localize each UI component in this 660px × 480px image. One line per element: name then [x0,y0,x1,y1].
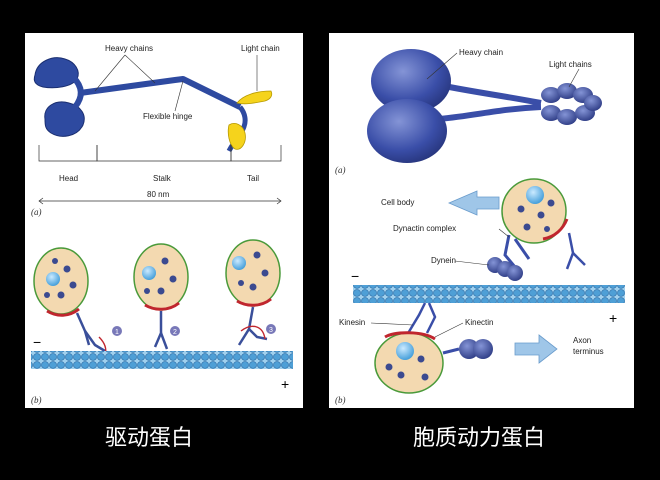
dynein-caption: 胞质动力蛋白 [413,426,546,451]
heavy-chains-label: Heavy chains [105,44,153,53]
length-label: 80 nm [147,190,170,199]
step-1: 1 [115,329,119,336]
dynein-leader [454,260,490,266]
kinesin-label: Kinesin [339,318,365,327]
cell-body-label: Cell body [381,198,414,207]
tail-label: Tail [247,174,259,183]
kinesin-head-upper [33,57,79,89]
kinesin-panel: Heavy chains Light chain Flexible hinge … [25,33,303,408]
vesicle-3 [225,239,281,307]
dynein-molecule [367,49,602,163]
heavy-chains-leader [94,54,126,92]
kinesin-stalk [79,76,242,110]
dynactin-leader [498,228,510,238]
kinectin-leader [434,322,464,338]
dynein-motor-upper [487,232,586,281]
kinesin-head-lower [44,101,85,137]
kinesin-caption: 驱动蛋白 [105,426,194,451]
kinesin-legs-lower [405,302,437,336]
light-chain-label: Light chain [241,44,280,53]
panel-a-label-right: (a) [335,165,346,175]
dynactin-complex-label: Dynactin complex [393,224,456,233]
cell-body-arrow [447,190,500,216]
panel-b-label-right: (b) [335,395,346,405]
kinesin-leader [370,322,414,326]
plus-end: + [281,376,289,392]
dynein-head-lower [367,99,447,163]
heavy-chain-label: Heavy chain [459,48,503,57]
light-chains-leader [568,68,580,88]
flexible-hinge-label: Flexible hinge [143,112,193,121]
vesicle-2 [133,243,189,311]
light-chains-label: Light chains [549,60,592,69]
kinesin-molecule [33,57,273,153]
heavy-chain-leader [426,52,458,80]
kinesin-light-chain-upper [236,90,273,105]
axon-terminus-arrow [514,334,558,364]
microtubule [31,351,293,369]
step-markers: 1 2 3 [98,324,276,356]
dynein-head-upper [371,49,451,113]
kinesin-light-chain-lower [227,123,246,150]
plus-end-right: + [609,310,617,326]
dynein-diagram: Heavy chain Light chains (a) Dynactin co… [335,48,625,405]
heavy-chains-leader-2 [124,54,156,84]
microtubule-right [353,285,625,303]
upper-vesicle [501,178,569,244]
dimension-brackets [38,145,282,205]
minus-end: − [33,334,41,350]
hinge-leader [174,80,184,112]
axon-label-line2: terminus [573,347,604,356]
panel-b-label: (b) [31,395,42,405]
stalk-label: Stalk [153,174,172,183]
step-2: 2 [173,329,177,336]
dynein-panel: Heavy chain Light chains (a) Dynactin co… [329,33,634,408]
axon-label-line1: Axon [573,336,591,345]
panel-a-label: (a) [31,207,42,217]
step-3-arrow [240,325,266,340]
kinesin-neck [70,74,84,109]
kinectin-label: Kinectin [465,318,493,327]
dynein-cargo-lower [442,339,493,359]
dynein-label: Dynein [431,256,456,265]
vesicle-1 [33,247,89,317]
kinesin-legs [75,306,268,353]
step-3: 3 [269,327,273,334]
lower-vesicle [374,331,444,394]
head-label: Head [59,174,78,183]
kinesin-diagram: Heavy chains Light chain Flexible hinge … [31,44,293,405]
dynein-light-chains [541,83,602,125]
minus-end-right: − [351,268,359,284]
